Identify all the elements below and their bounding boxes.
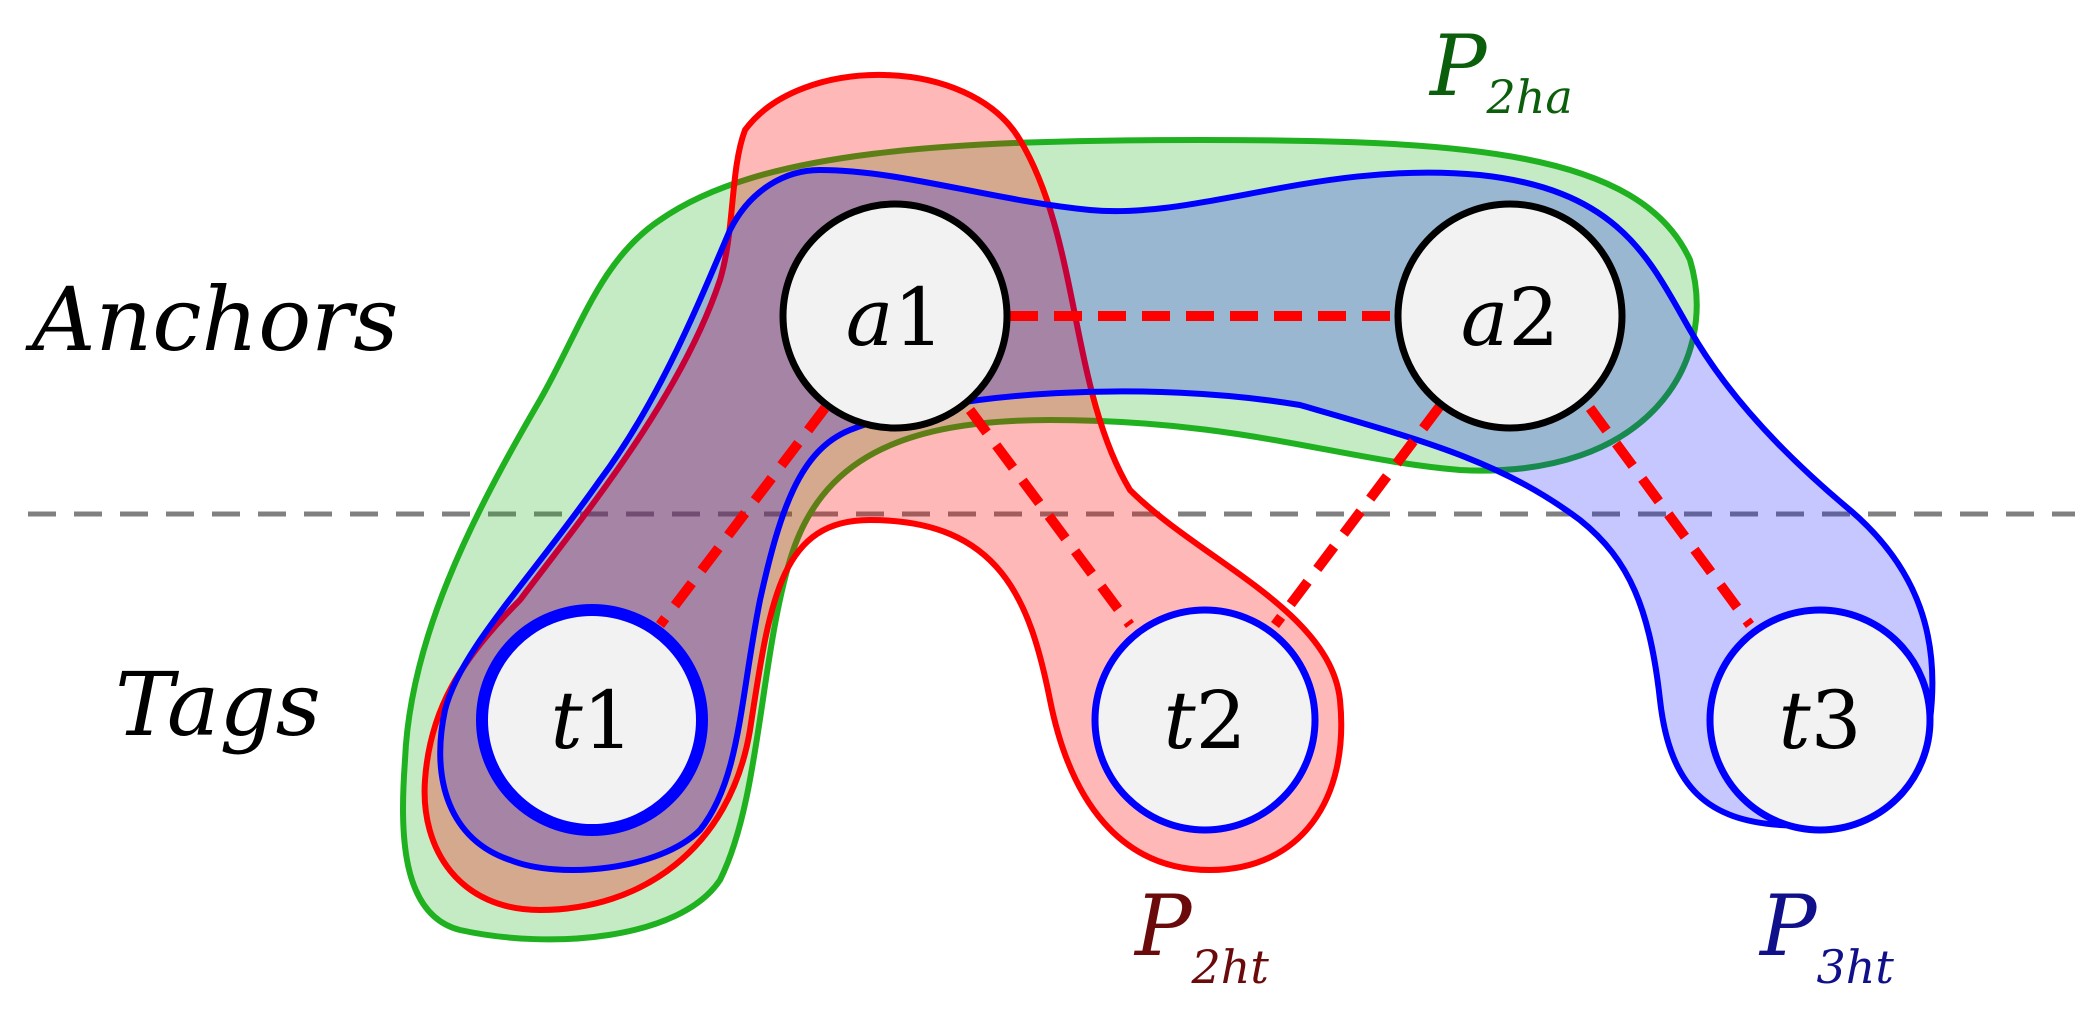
edges [656,311,1755,629]
group-label-p3ht: P3ht [1758,877,1894,994]
svg-text:a2: a2 [1461,271,1560,364]
node-t3: t3 [1706,606,1934,834]
group-label-p2ha: P2ha [1428,17,1573,124]
row-label-anchors: Anchors [25,268,398,371]
hyperedge-p2ha [400,136,1700,943]
node-a2: a2 [1394,200,1626,432]
node-t2: t2 [1091,606,1319,834]
svg-text:t3: t3 [1778,674,1861,767]
edge-a1-t2 [965,407,1135,628]
svg-text:t1: t1 [550,674,633,767]
edge-a1-t1 [656,404,829,629]
row-label-tags: Tags [115,653,321,756]
node-t1: t1 [476,604,708,836]
edge-a2-t2 [1271,402,1444,629]
node-a1: a1 [779,200,1011,432]
svg-text:a1: a1 [846,271,945,364]
edge-a2-t3 [1585,405,1755,628]
group-label-p2ht: P2ht [1133,877,1269,994]
svg-text:t2: t2 [1163,674,1246,767]
